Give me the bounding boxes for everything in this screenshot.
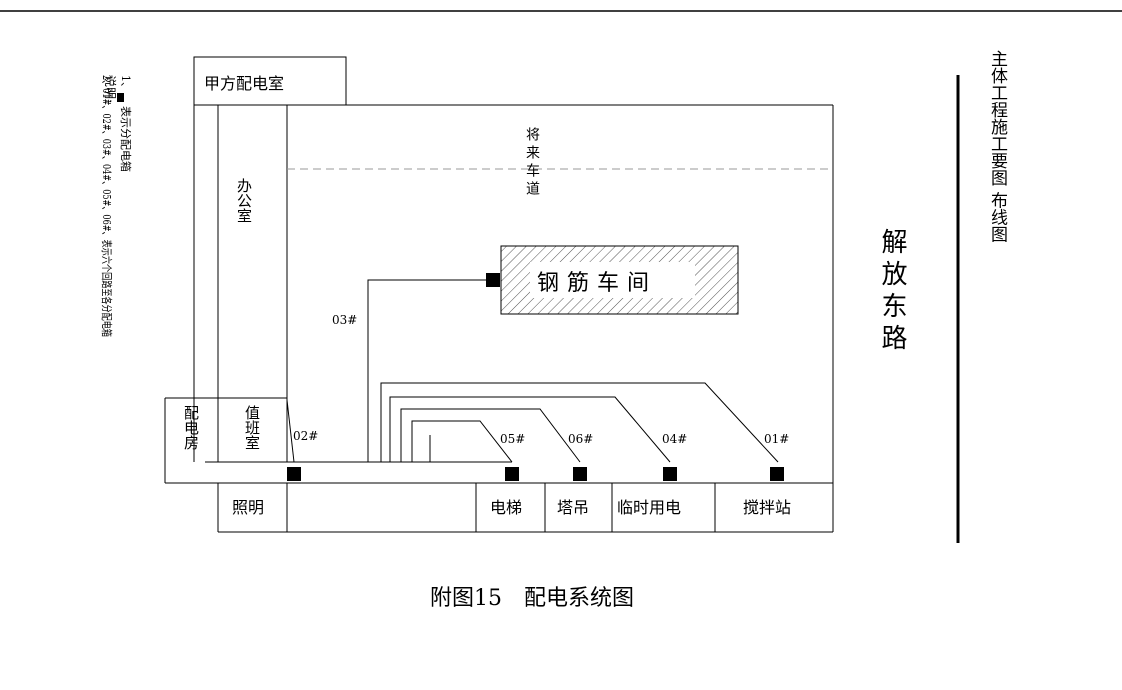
label-temporary-power: 临时用电 (617, 498, 681, 517)
steel-workshop-label: 钢筋车间 (537, 271, 657, 296)
label-elevator: 电梯 (490, 498, 522, 517)
circuit-label-01: 01# (764, 432, 789, 446)
distribution-box-03 (486, 273, 500, 287)
distribution-box-01 (770, 467, 784, 481)
circuit-label-04: 04# (662, 432, 687, 446)
distribution-box-05 (505, 467, 519, 481)
figure-caption: 附图15 配电系统图 (430, 586, 634, 611)
duty-room-label: 值班室 (243, 405, 261, 450)
steel-workshop-label-bg (530, 262, 695, 298)
notes-line1-text: 表示分配电箱 (119, 106, 133, 172)
office-label: 办公室 (235, 178, 253, 223)
distribution-box-02 (287, 467, 301, 481)
label-tower-crane: 塔吊 (557, 498, 589, 517)
notes-box-symbol (117, 93, 124, 102)
label-mixing-station: 搅拌站 (743, 498, 791, 517)
wire-02-riser (286, 399, 295, 463)
circuit-label-06: 06# (568, 432, 593, 446)
wire-03 (367, 279, 493, 462)
notes-line1-num: 1、 (119, 75, 132, 93)
circuit-label-02: 02# (293, 429, 318, 443)
notes-heading: 说明: (103, 75, 118, 103)
circuit-label-05: 05# (500, 432, 525, 446)
road-name-label: 解放东路 (877, 228, 907, 356)
distribution-box-04 (663, 467, 677, 481)
power-room-label: 配电房 (182, 405, 200, 450)
circuit-label-03: 03# (332, 313, 357, 327)
sidebar-title: 主体工程施工要图 布线图 (987, 50, 1008, 242)
wire-05 (411, 420, 513, 463)
distribution-box-06 (573, 467, 587, 481)
notes-line2: 2、01#、02#、03#、04#、05#、06#、表示六个回路至各分配电箱 (100, 75, 114, 337)
owner-power-room-label: 甲方配电室 (204, 74, 284, 93)
future-road-label: 将来车道 (524, 127, 540, 199)
wire-04 (389, 396, 671, 463)
wire-06 (400, 408, 581, 463)
label-lighting: 照明 (232, 498, 264, 517)
wire-01 (380, 382, 779, 463)
owner-power-room-box (193, 56, 347, 106)
